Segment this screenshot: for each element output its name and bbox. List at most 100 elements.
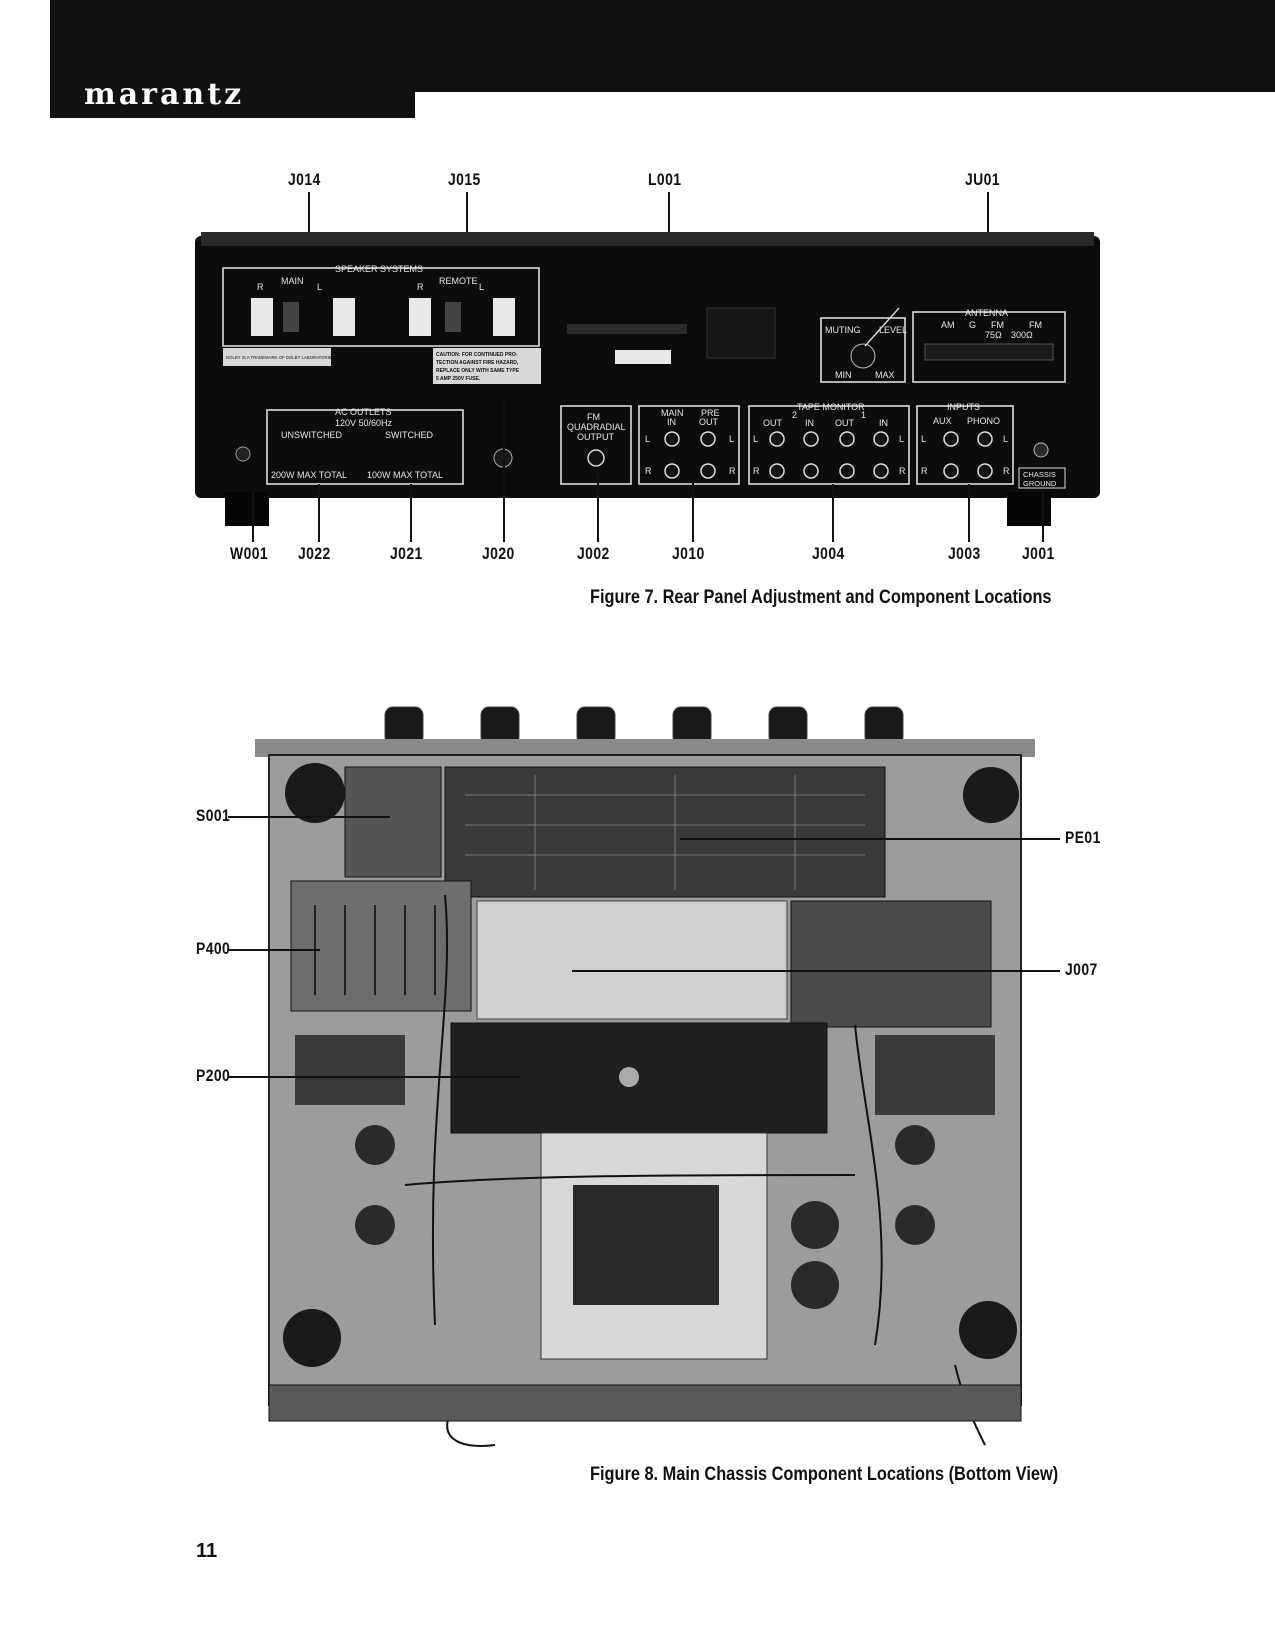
leader-s001 <box>228 816 390 818</box>
p400-board <box>290 880 472 1012</box>
tape-l-left: L <box>753 434 758 444</box>
output-device-right-2 <box>895 1205 935 1245</box>
speaker-systems-label: SPEAKER SYSTEMS <box>335 264 423 274</box>
phono-l-jack <box>977 431 993 447</box>
tape-2-label: 2 <box>792 410 797 420</box>
speaker-terminal-main-l <box>333 298 355 336</box>
muting-level-knob <box>850 343 876 369</box>
chassis-ground-label-1: CHASSIS <box>1023 470 1056 479</box>
inputs-r-left: R <box>921 466 928 476</box>
left-side-heatsink <box>295 1035 405 1105</box>
fm-quad-label-3: OUTPUT <box>577 432 615 442</box>
j007-board <box>790 900 992 1028</box>
filter-capacitor-1 <box>791 1201 839 1249</box>
max-100-label: 100W MAX TOTAL <box>367 470 443 480</box>
callout-w001: W001 <box>230 544 269 563</box>
muting-label: MUTING <box>825 325 861 335</box>
ac-voltage-label: 120V 50/60Hz <box>335 418 393 428</box>
callout-j007: J007 <box>1065 960 1098 979</box>
inputs-box <box>916 405 1014 485</box>
leader-j021 <box>410 484 412 542</box>
tape-2-out-l-jack <box>769 431 785 447</box>
tape-monitor-box <box>748 405 910 485</box>
output-device-right-1 <box>895 1125 935 1165</box>
chassis-foot-bottom-right <box>959 1301 1017 1359</box>
inputs-l-left: L <box>921 434 926 444</box>
muting-min-label: MIN <box>835 370 852 380</box>
rear-connector-strip <box>268 1384 1022 1422</box>
level-label: LEVEL <box>879 325 907 335</box>
leader-j020 <box>503 400 505 542</box>
inputs-l-right: L <box>1003 434 1008 444</box>
rear-vent-block <box>706 307 776 359</box>
callout-j001: J001 <box>1022 544 1055 563</box>
filter-capacitor-2 <box>791 1261 839 1309</box>
figure-7-caption: Figure 7. Rear Panel Adjustment and Comp… <box>590 587 1052 608</box>
p200-mount-screw <box>619 1067 639 1087</box>
switched-label: SWITCHED <box>385 430 433 440</box>
tape-1-in-l-jack <box>873 431 889 447</box>
tape-1-out-label: OUT <box>835 418 855 428</box>
leader-j001 <box>1042 492 1044 542</box>
p200-heatsink <box>450 1022 828 1134</box>
callout-j020: J020 <box>482 544 515 563</box>
tape-1-in-label: IN <box>879 418 888 428</box>
antenna-300-label: 300Ω <box>1011 330 1033 340</box>
tape-monitor-label: TAPE MONITOR <box>797 402 865 412</box>
pe01-traces <box>465 775 865 890</box>
antenna-fm2-label: FM <box>1029 320 1042 330</box>
tape-l-right: L <box>899 434 904 444</box>
remote-label: REMOTE <box>439 276 478 286</box>
pre-out-l-jack <box>700 431 716 447</box>
front-rail <box>255 739 1035 757</box>
main-l-label: L <box>317 282 322 292</box>
main-in-label-2: IN <box>667 417 676 427</box>
leader-j007 <box>572 970 1060 972</box>
main-pre-l-right: L <box>729 434 734 444</box>
remote-l-label: L <box>479 282 484 292</box>
callout-s001: S001 <box>196 806 231 825</box>
ac-outlets-label: AC OUTLETS <box>335 407 392 417</box>
tape-2-in-l-jack <box>803 431 819 447</box>
tape-1-out-l-jack <box>839 431 855 447</box>
chassis-ground-screw <box>1033 442 1049 458</box>
phono-label: PHONO <box>967 416 1000 426</box>
front-knobs <box>384 706 904 746</box>
serial-plate <box>615 350 671 364</box>
fm-quad-label-1: FM <box>587 412 600 422</box>
tape-r-right: R <box>899 466 906 476</box>
caution-plate <box>433 348 541 384</box>
muting-leader <box>864 307 900 347</box>
fm-quad-jack <box>587 449 605 467</box>
main-label: MAIN <box>281 276 304 286</box>
leader-j022 <box>318 484 320 542</box>
antenna-label: ANTENNA <box>965 308 1008 318</box>
fm-quad-label-2: QUADRADIAL <box>567 422 626 432</box>
callout-j002: J002 <box>577 544 610 563</box>
tape-1-label: 1 <box>861 410 866 420</box>
antenna-g-label: G <box>969 320 976 330</box>
main-r-label: R <box>257 282 264 292</box>
power-cord-grommet <box>235 446 251 462</box>
fm-quadradial-box <box>560 405 632 485</box>
chassis-foot-top-right <box>963 767 1019 823</box>
antenna-75-label: 75Ω <box>985 330 1002 340</box>
speaker-systems-box <box>222 267 540 347</box>
leader-p200 <box>228 1076 520 1078</box>
pre-out-r-jack <box>700 463 716 479</box>
antenna-fm-label: FM <box>991 320 1004 330</box>
tape-1-in-r-jack <box>873 463 889 479</box>
pre-out-label-1: PRE <box>701 408 720 418</box>
callout-j021: J021 <box>390 544 423 563</box>
max-200-label: 200W MAX TOTAL <box>271 470 347 480</box>
antenna-box <box>912 311 1066 383</box>
phono-r-jack <box>977 463 993 479</box>
chassis-ground-label-2: GROUND <box>1023 479 1057 488</box>
main-in-label-1: MAIN <box>661 408 684 418</box>
chassis-ground-plate <box>1018 467 1066 489</box>
callout-j015: J015 <box>448 170 481 189</box>
aux-l-jack <box>943 431 959 447</box>
main-pre-r-left: R <box>645 466 652 476</box>
main-in-r-jack <box>664 463 680 479</box>
tuner-shield <box>476 900 788 1020</box>
